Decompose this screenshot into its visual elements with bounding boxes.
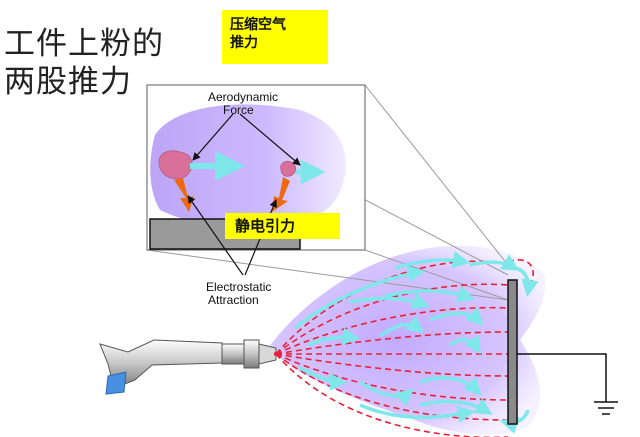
spray-gun-trigger xyxy=(105,371,127,395)
compressed-air-label: 压缩空气 推力 xyxy=(222,10,328,64)
page-title-line1: 工件上粉的 xyxy=(4,26,164,62)
powder-particle-small xyxy=(280,161,297,177)
powder-particle-large xyxy=(158,150,193,180)
aero-leader-left xyxy=(192,113,234,161)
electrostatic-label-line2: Attraction xyxy=(208,293,259,307)
spray-gun-nozzle xyxy=(258,343,277,365)
airflow-arrows xyxy=(293,251,539,434)
workpiece-panel xyxy=(507,279,518,425)
compressed-air-label-line2: 推力 xyxy=(230,35,258,51)
aerodynamic-label-line2: Force xyxy=(223,103,254,117)
electro-leader-left xyxy=(187,195,244,276)
ground-symbol xyxy=(517,353,618,415)
aerodynamic-label-line1: Aerodynamic xyxy=(208,90,278,104)
page-title-line2: 两股推力 xyxy=(4,64,132,100)
electrostatic-force-label: 静电引力 xyxy=(225,213,340,239)
spray-gun-barrel xyxy=(221,343,245,365)
compressed-air-label-line1: 压缩空气 xyxy=(230,17,286,33)
aero-leader-right xyxy=(239,113,301,166)
inset-powder-cloud xyxy=(150,104,346,228)
spray-gun-collar xyxy=(243,339,260,369)
electrostatic-label-line1: Electrostatic xyxy=(206,280,271,294)
spray-gun xyxy=(99,339,279,395)
